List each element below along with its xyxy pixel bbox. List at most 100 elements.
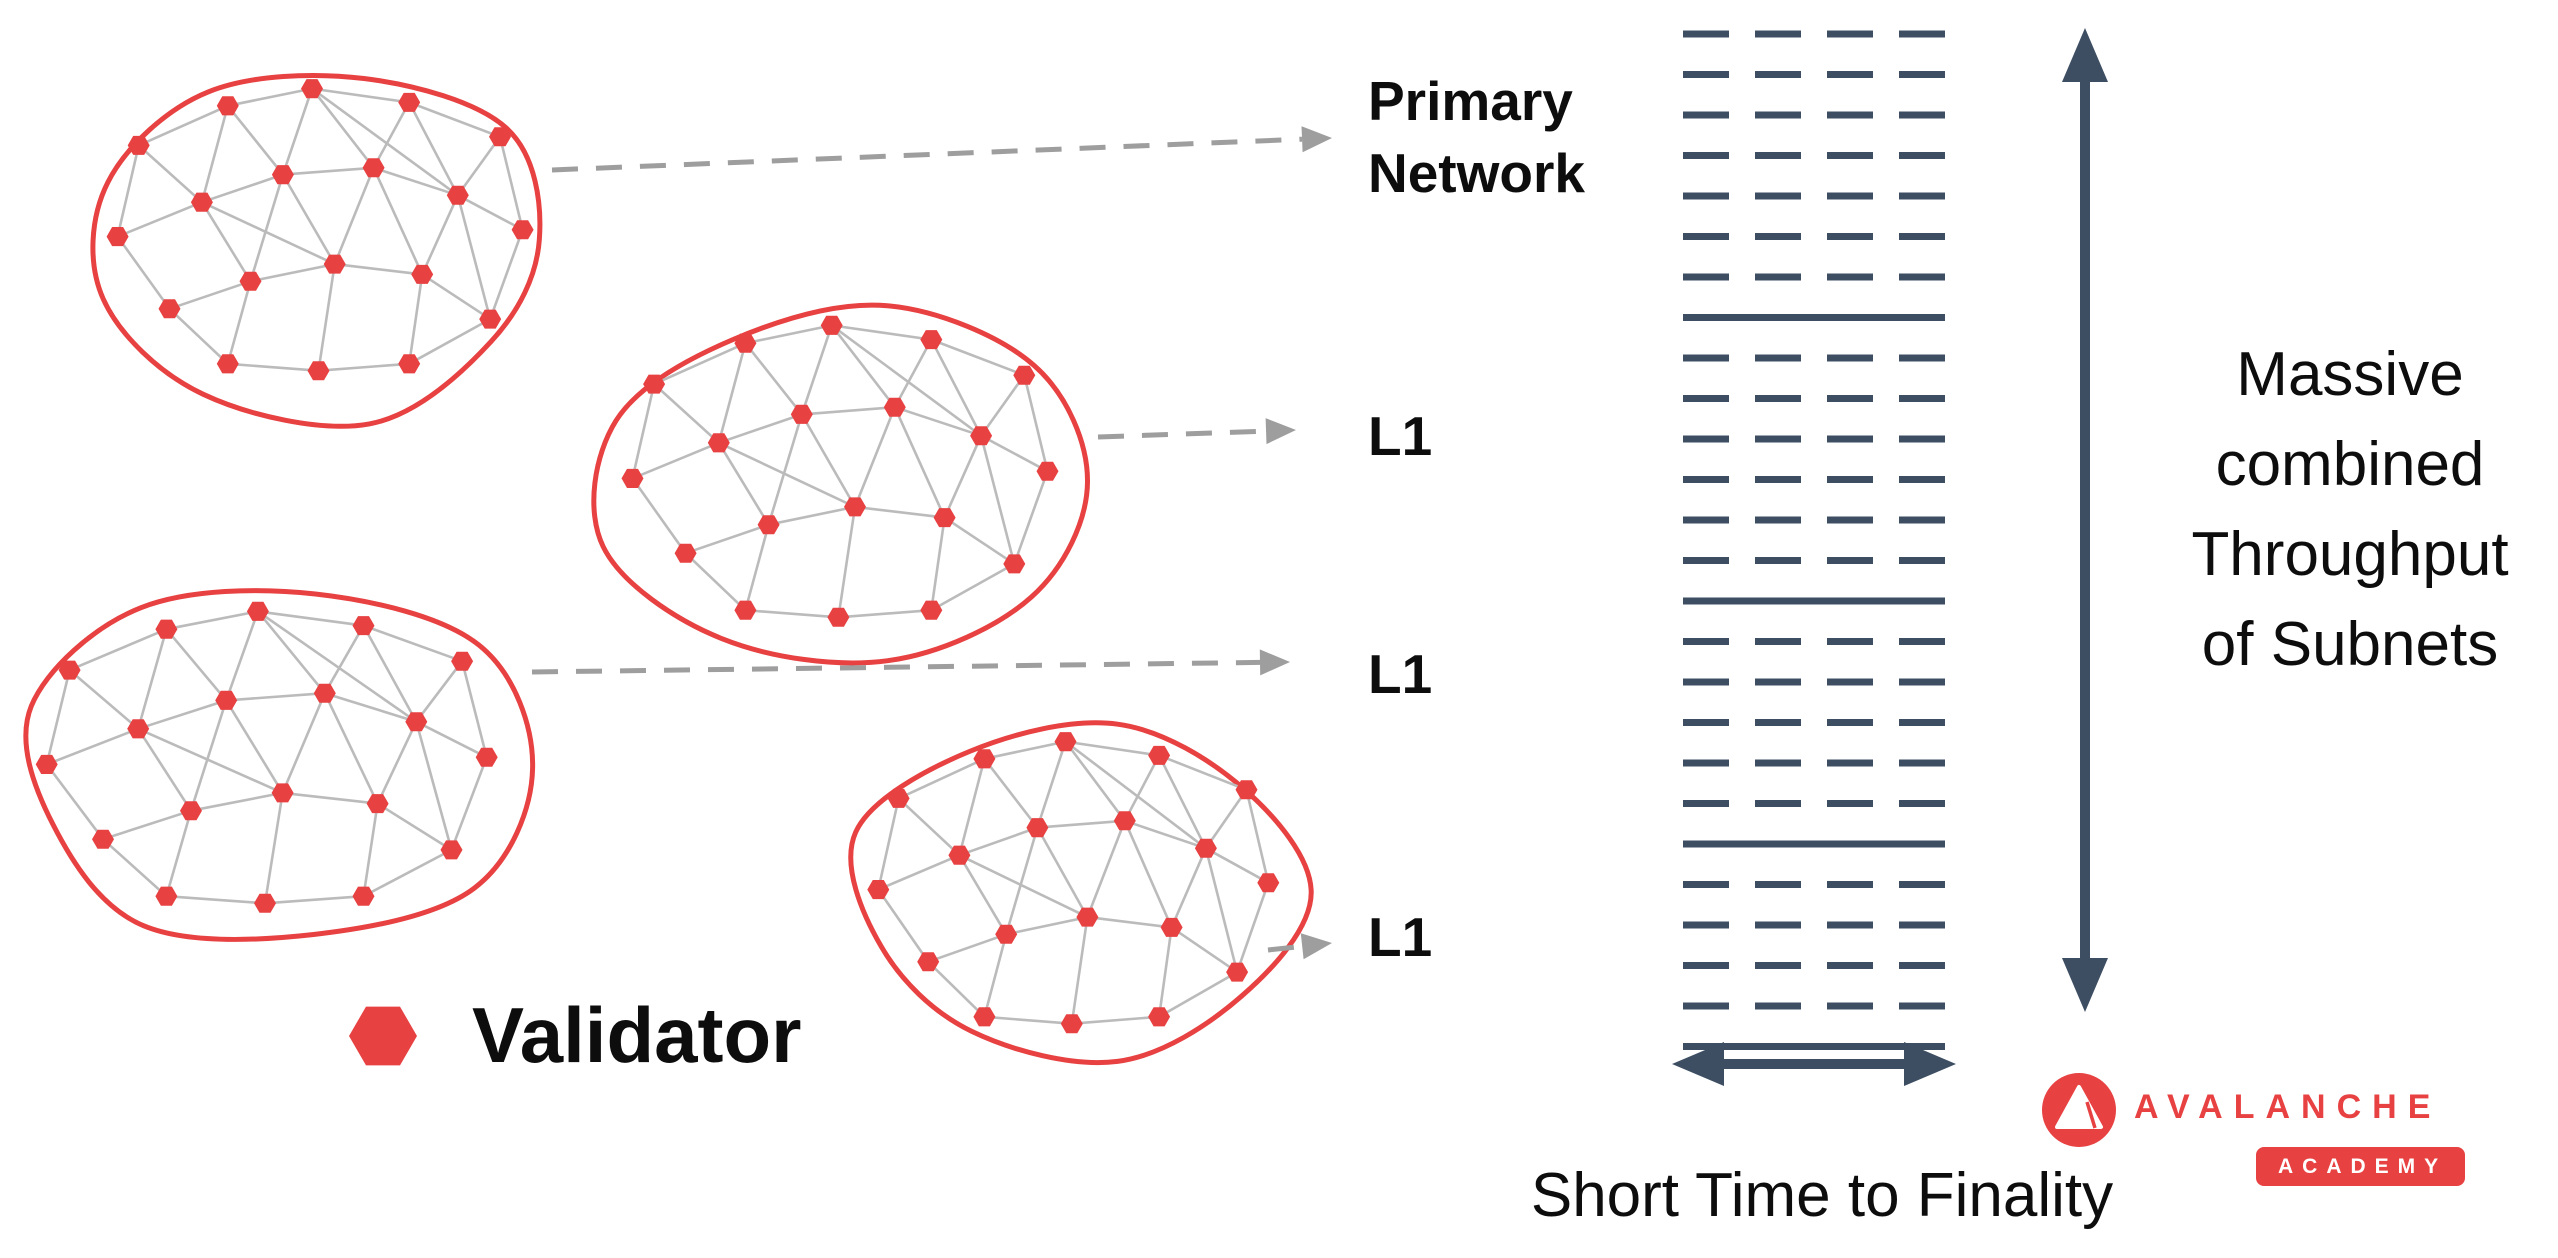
arrowhead-icon [1259, 649, 1290, 676]
validator-node-icon [1026, 818, 1049, 838]
subnet-outline [23, 588, 536, 942]
subnet-blob-1 [591, 302, 1091, 666]
pointer-arrow-0 [551, 126, 1332, 173]
validator-nodes [621, 315, 1059, 627]
validator-node-icon [127, 719, 150, 739]
arrowhead-icon [1300, 933, 1332, 960]
finality-caption: Short Time to Finality [1530, 1161, 2114, 1230]
validator-node-icon [820, 315, 843, 335]
validator-node-icon [352, 886, 375, 906]
validator-node-icon [127, 135, 150, 155]
validator-node-icon [917, 952, 940, 972]
validator-node-icon [246, 601, 269, 621]
validator-node-icon [1036, 461, 1059, 481]
validator-node-icon [707, 433, 730, 453]
validator-node-icon [920, 330, 943, 350]
arrowhead-icon [1265, 418, 1296, 445]
throughput-caption-line: combined [2215, 429, 2485, 499]
validator-node-icon [643, 374, 666, 394]
validator-node-icon [734, 600, 757, 620]
validator-node-icon [475, 747, 498, 767]
validator-node-icon [1054, 732, 1077, 752]
validator-node-icon [1148, 1007, 1171, 1027]
validator-node-icon [757, 515, 780, 535]
validator-node-icon [948, 845, 971, 865]
l1-label-3: L1 [1368, 906, 1433, 968]
subnet-outline [848, 720, 1314, 1066]
validator-nodes [867, 732, 1280, 1034]
validator-node-icon [313, 683, 336, 703]
validator-node-icon [1003, 554, 1026, 574]
validator-node-icon [307, 361, 330, 381]
validator-node-icon [405, 712, 428, 732]
validator-node-icon [398, 92, 421, 112]
validator-node-icon [973, 749, 996, 769]
validator-node-icon [844, 497, 866, 517]
network-edges [116, 87, 524, 372]
validator-node-icon [239, 271, 262, 291]
validator-node-icon [883, 397, 906, 417]
validator-nodes [35, 601, 498, 913]
pointer-arrow-3 [1267, 933, 1332, 960]
block-stack [1683, 30, 1945, 1050]
validator-node-icon [933, 508, 956, 528]
validator-node-icon [362, 158, 385, 178]
validator-node-icon [1235, 780, 1258, 800]
validator-node-icon [92, 829, 114, 849]
validator-node-icon [58, 660, 81, 680]
validator-node-icon [887, 788, 910, 808]
subnet-blob-3 [848, 720, 1314, 1066]
validator-node-icon [451, 651, 474, 671]
validator-node-icon [440, 840, 463, 860]
validator-node-icon [398, 354, 421, 374]
validator-node-icon [158, 299, 181, 319]
l1-label-2: L1 [1368, 643, 1433, 705]
validator-node-icon [1226, 962, 1249, 982]
validator-node-icon [734, 333, 757, 353]
arrow-down-icon [2062, 958, 2108, 1012]
validator-node-icon [973, 1007, 996, 1027]
validator-node-icon [867, 880, 890, 900]
validator-node-icon [1113, 811, 1136, 831]
validator-nodes [106, 79, 534, 381]
subnet-blob-0 [90, 72, 543, 429]
validator-node-icon [254, 893, 276, 913]
validator-node-icon [35, 754, 58, 774]
validator-node-icon [352, 616, 375, 636]
validator-node-icon [301, 79, 323, 99]
validator-node-icon [271, 165, 294, 185]
validator-node-icon [479, 309, 502, 329]
throughput-caption: Massive combined Throughput of Subnets [2118, 330, 2558, 690]
validator-legend-icon [349, 1006, 417, 1066]
throughput-caption-line: of Subnets [2201, 609, 2499, 679]
validator-node-icon [1194, 838, 1217, 858]
validator-node-icon [827, 607, 850, 627]
validator-node-icon [970, 426, 993, 446]
validator-node-icon [446, 185, 469, 205]
validator-node-icon [1013, 365, 1036, 385]
pointer-arrow-1 [1097, 418, 1296, 445]
finality-arrow [1672, 1042, 1956, 1086]
validator-node-icon [995, 924, 1018, 944]
validator-node-icon [489, 127, 511, 147]
validator-node-icon [155, 619, 178, 639]
academy-badge: ACADEMY [2256, 1147, 2466, 1186]
validator-legend-label: Validator [472, 991, 802, 1079]
validator-node-icon [366, 794, 389, 814]
l1-label-1: L1 [1368, 405, 1433, 467]
validator-node-icon [511, 220, 534, 240]
network-edges [45, 610, 488, 905]
validator-node-icon [790, 404, 813, 424]
validator-node-icon [411, 264, 434, 284]
validator-node-icon [216, 96, 239, 116]
throughput-caption-line: Throughput [2191, 519, 2509, 589]
validator-node-icon [271, 783, 294, 803]
arrow-left-icon [1672, 1042, 1724, 1086]
subnet-blob-2 [23, 588, 536, 942]
validator-node-icon [155, 886, 178, 906]
avalanche-wordmark: AVALANCHE [2134, 1088, 2442, 1126]
throughput-caption-line: Massive [2236, 340, 2464, 409]
validator-node-icon [1076, 907, 1099, 927]
validator-node-icon [180, 801, 202, 821]
